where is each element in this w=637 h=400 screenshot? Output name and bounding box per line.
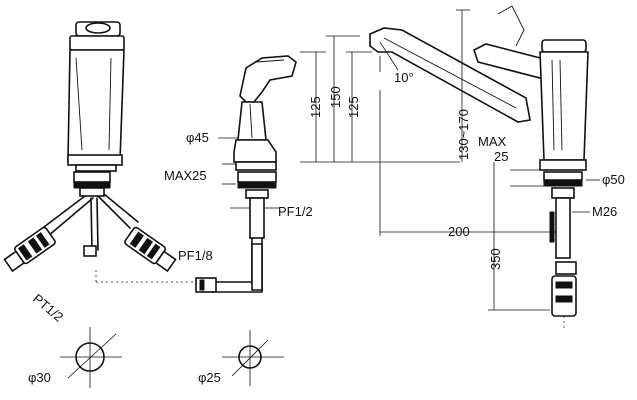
phi45-label: φ45	[186, 130, 209, 145]
m26-label: M26	[592, 204, 617, 219]
dim-150: 150	[328, 86, 343, 108]
faucet-side-view	[3, 21, 196, 283]
max25-left-label: MAX25	[164, 168, 207, 183]
phi50-label: φ50	[602, 172, 625, 187]
hand-spray	[195, 55, 297, 293]
dim-350: 350	[488, 248, 503, 270]
phi25-label: φ25	[198, 370, 221, 385]
dim-125-b: 125	[346, 96, 361, 118]
dim-130-170: 130~170	[456, 109, 471, 160]
pf-half-label: PF1/2	[278, 204, 313, 219]
pf-eighth-label: PF1/8	[178, 248, 213, 263]
faucet-front-view	[369, 5, 589, 330]
hole-25-symbol	[222, 330, 284, 386]
dim-125-a: 125	[308, 96, 323, 118]
val25-right-label: 25	[494, 149, 508, 164]
phi30-label: φ30	[28, 370, 51, 385]
dim-200: 200	[448, 224, 470, 239]
pt-half-label: PT1/2	[30, 291, 66, 325]
deg10-label: 10°	[394, 70, 414, 85]
max-right-label: MAX	[478, 134, 507, 149]
hole-30-symbol	[60, 327, 122, 388]
